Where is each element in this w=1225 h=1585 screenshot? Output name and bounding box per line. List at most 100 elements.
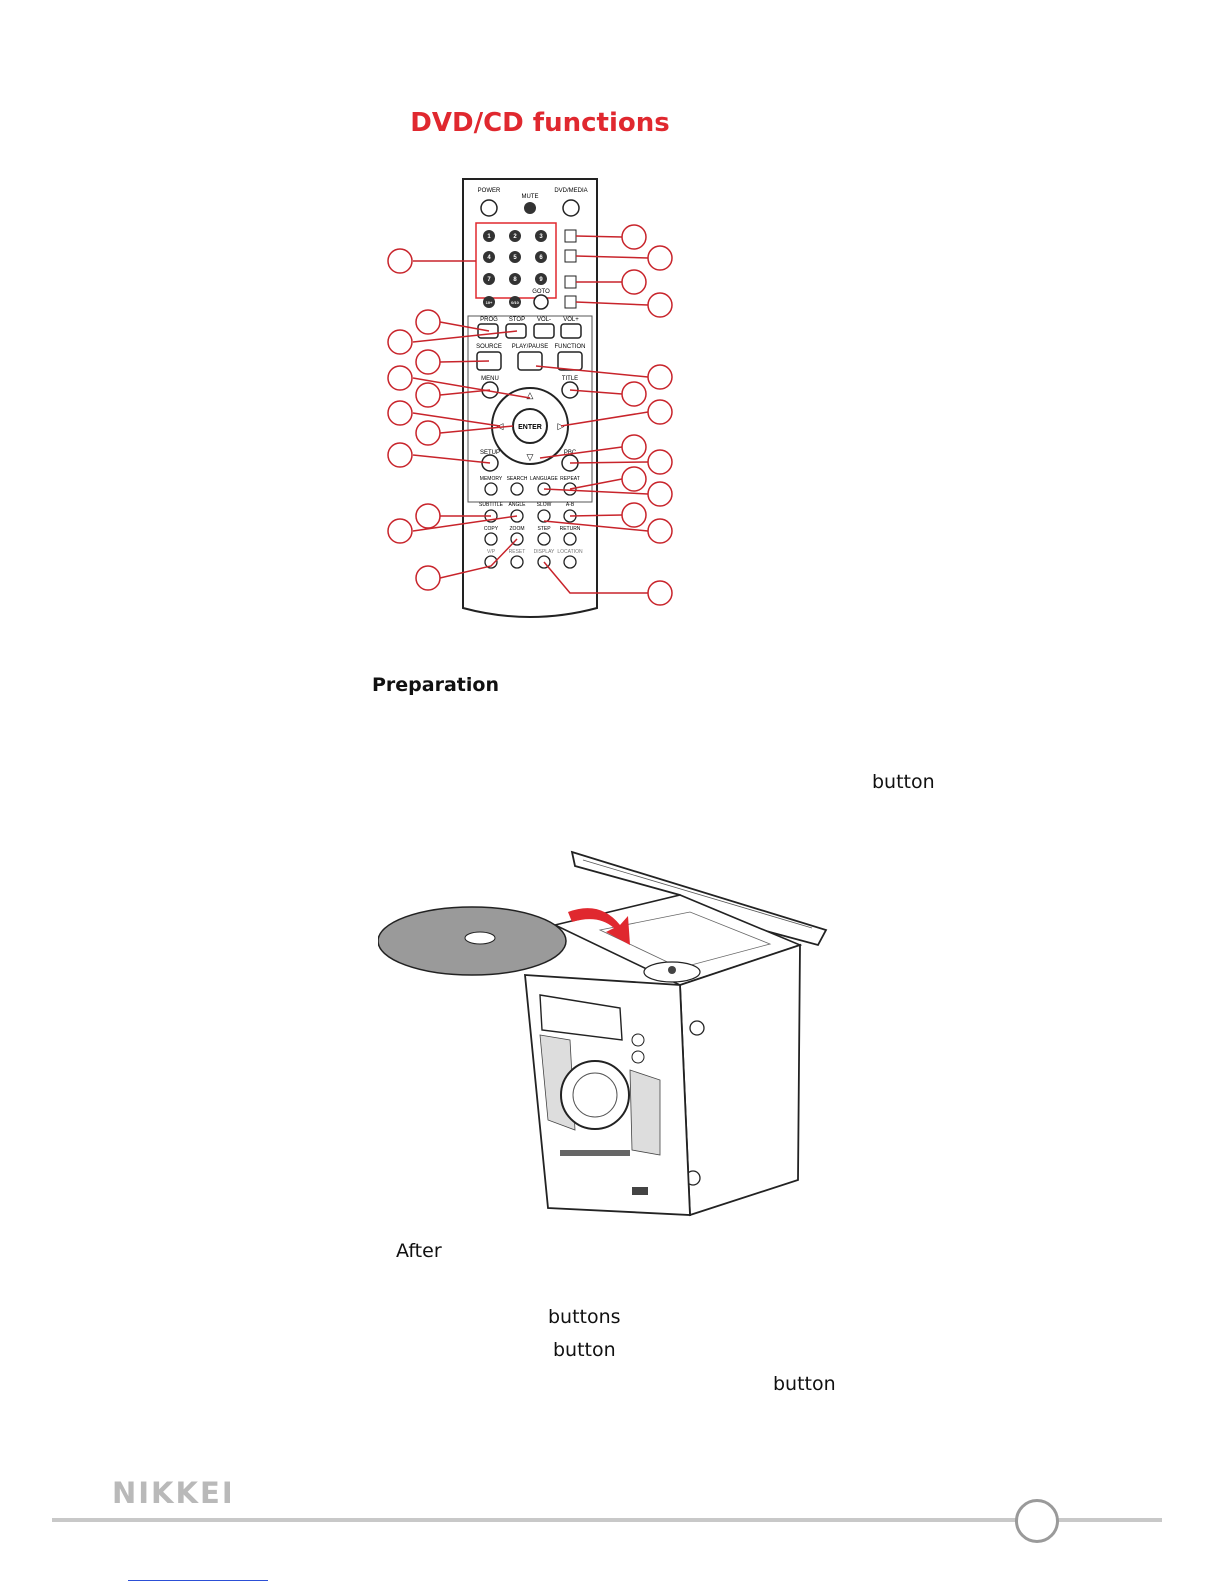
- vol-minus-button[interactable]: [533, 323, 555, 339]
- repeat-label: REPEAT: [560, 476, 580, 482]
- key-5-label: 5: [513, 255, 517, 261]
- search-button[interactable]: [510, 482, 524, 496]
- key-1[interactable]: [483, 230, 495, 242]
- vol-plus-button[interactable]: [560, 323, 582, 339]
- text-fragment: button: [553, 1339, 616, 1361]
- source-label: SOURCE: [476, 344, 502, 350]
- play-pause-button[interactable]: [517, 351, 543, 371]
- key-2[interactable]: [509, 230, 521, 242]
- callout-marker: [387, 518, 413, 544]
- key-6[interactable]: [535, 251, 547, 263]
- down-arrow-icon: ▽: [527, 452, 534, 462]
- vol-minus-label: VOL-: [537, 317, 551, 323]
- micro-system-illustration: [378, 850, 828, 1217]
- setup-label: SETUP: [480, 450, 500, 456]
- forward-scan-button[interactable]: [564, 275, 577, 289]
- text-fragment: buttons: [548, 1306, 621, 1328]
- side-screw-icon: [689, 1020, 705, 1036]
- key-9[interactable]: [535, 273, 547, 285]
- key-6-label: 6: [539, 255, 543, 261]
- callout-marker: [387, 365, 413, 391]
- key-1-label: 1: [487, 234, 491, 240]
- callout-marker: [647, 245, 673, 271]
- backward-scan-button[interactable]: [564, 295, 577, 309]
- step-label: STEP: [537, 526, 551, 532]
- return-button[interactable]: [563, 532, 577, 546]
- front-button: [631, 1033, 645, 1047]
- step-button[interactable]: [537, 532, 551, 546]
- vp-button[interactable]: [484, 555, 498, 569]
- memory-button[interactable]: [484, 482, 498, 496]
- callout-marker: [621, 502, 647, 528]
- key-8[interactable]: [509, 273, 521, 285]
- number-keypad: [483, 230, 549, 310]
- prog-label: PROG: [480, 317, 498, 323]
- brand-logo: NIKKEI: [112, 1476, 235, 1510]
- footer-divider: [52, 1518, 1162, 1522]
- enter-label: ENTER: [518, 424, 542, 431]
- next-button[interactable]: [564, 249, 577, 263]
- callout-marker: [621, 269, 647, 295]
- callout-marker: [387, 248, 413, 274]
- play-pause-label: PLAY/PAUSE: [512, 344, 548, 350]
- key-7[interactable]: [483, 273, 495, 285]
- pbc-label: PBC: [564, 450, 577, 456]
- mute-label: MUTE: [522, 194, 539, 200]
- callout-marker: [621, 466, 647, 492]
- a-b-label: A-B: [566, 502, 575, 508]
- prev-button[interactable]: [564, 229, 577, 243]
- key-10-plus[interactable]: [483, 296, 495, 308]
- up-arrow-icon: △: [527, 390, 534, 400]
- callout-marker: [415, 382, 441, 408]
- display-label: DISPLAY: [534, 549, 555, 555]
- callout-marker: [647, 449, 673, 475]
- callout-marker: [387, 442, 413, 468]
- key-5[interactable]: [509, 251, 521, 263]
- vp-label: V/P: [487, 549, 496, 555]
- left-arrow-icon: ◁: [497, 421, 504, 431]
- subtitle-label: SUBTITLE: [479, 502, 504, 508]
- callout-marker: [415, 503, 441, 529]
- vol-plus-label: VOL+: [563, 317, 579, 323]
- function-button[interactable]: [557, 351, 583, 371]
- reset-button[interactable]: [510, 555, 524, 569]
- callout-marker: [647, 399, 673, 425]
- goto-label: GOTO: [532, 289, 550, 295]
- text-fragment: button: [872, 771, 935, 793]
- language-label: LANGUAGE: [530, 476, 558, 482]
- reset-label: RESET: [509, 549, 526, 555]
- key-4[interactable]: [483, 251, 495, 263]
- dvd-media-button[interactable]: [562, 199, 580, 217]
- page-title: DVD/CD functions: [410, 108, 670, 138]
- location-button[interactable]: [563, 555, 577, 569]
- key-3[interactable]: [535, 230, 547, 242]
- callout-marker: [647, 364, 673, 390]
- mute-button[interactable]: [524, 202, 536, 214]
- callout-marker: [647, 518, 673, 544]
- copy-button[interactable]: [484, 532, 498, 546]
- goto-button[interactable]: [533, 294, 549, 310]
- function-label: FUNCTION: [555, 344, 586, 350]
- key-2-label: 2: [513, 234, 517, 240]
- key-10-plus-label: 10+: [486, 300, 493, 305]
- key-7-label: 7: [487, 277, 491, 283]
- key-9-label: 9: [539, 277, 543, 283]
- power-label: POWER: [478, 188, 501, 194]
- return-label: RETURN: [560, 526, 581, 532]
- front-button: [631, 1050, 645, 1064]
- menu-label: MENU: [481, 376, 499, 382]
- key-8-label: 8: [513, 277, 517, 283]
- callout-marker: [387, 329, 413, 355]
- remote-control-diagram: POWER MUTE DVD/MEDIA 1 2 3 4 5 6 7 8 9 1…: [387, 178, 673, 618]
- angle-label: ANGLE: [509, 502, 527, 508]
- callout-marker: [621, 224, 647, 250]
- footer-link-underline[interactable]: [128, 1580, 268, 1581]
- key-3-label: 3: [539, 234, 543, 240]
- display-window: [539, 994, 623, 1041]
- key-0-10[interactable]: [509, 296, 521, 308]
- memory-label: MEMORY: [480, 476, 503, 482]
- location-label: LOCATION: [557, 549, 583, 555]
- slow-button[interactable]: [537, 509, 551, 523]
- power-button[interactable]: [480, 199, 498, 217]
- copy-label: COPY: [484, 526, 499, 532]
